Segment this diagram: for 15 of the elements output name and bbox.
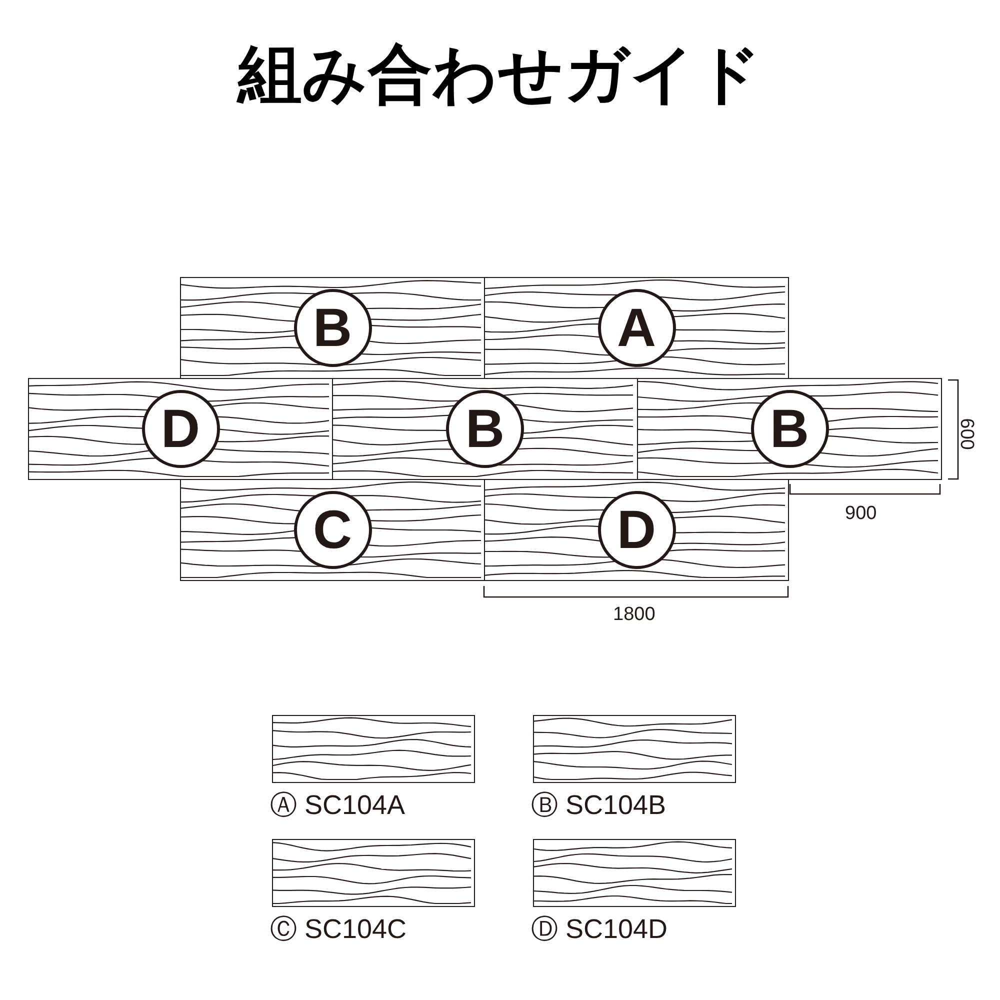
- dimension-label: 900: [845, 503, 877, 525]
- circled-letter: B: [750, 390, 828, 468]
- panel-label: Ⓐ SC104A: [270, 789, 406, 822]
- circled-letter: D: [142, 390, 220, 468]
- panel-label: Ⓓ SC104D: [531, 913, 668, 946]
- dimension-label: 1800: [613, 604, 656, 626]
- circled-letter: A: [598, 289, 676, 367]
- title: 組み合わせガイド: [236, 38, 763, 112]
- circled-letter: C: [294, 491, 372, 569]
- panel-label: Ⓒ SC104C: [270, 913, 407, 946]
- dimension-label: 600: [954, 418, 977, 450]
- panel-label: Ⓑ SC104B: [531, 789, 666, 822]
- circled-letter: D: [598, 491, 676, 569]
- circled-letter: B: [446, 390, 524, 468]
- circled-letter: B: [294, 289, 372, 367]
